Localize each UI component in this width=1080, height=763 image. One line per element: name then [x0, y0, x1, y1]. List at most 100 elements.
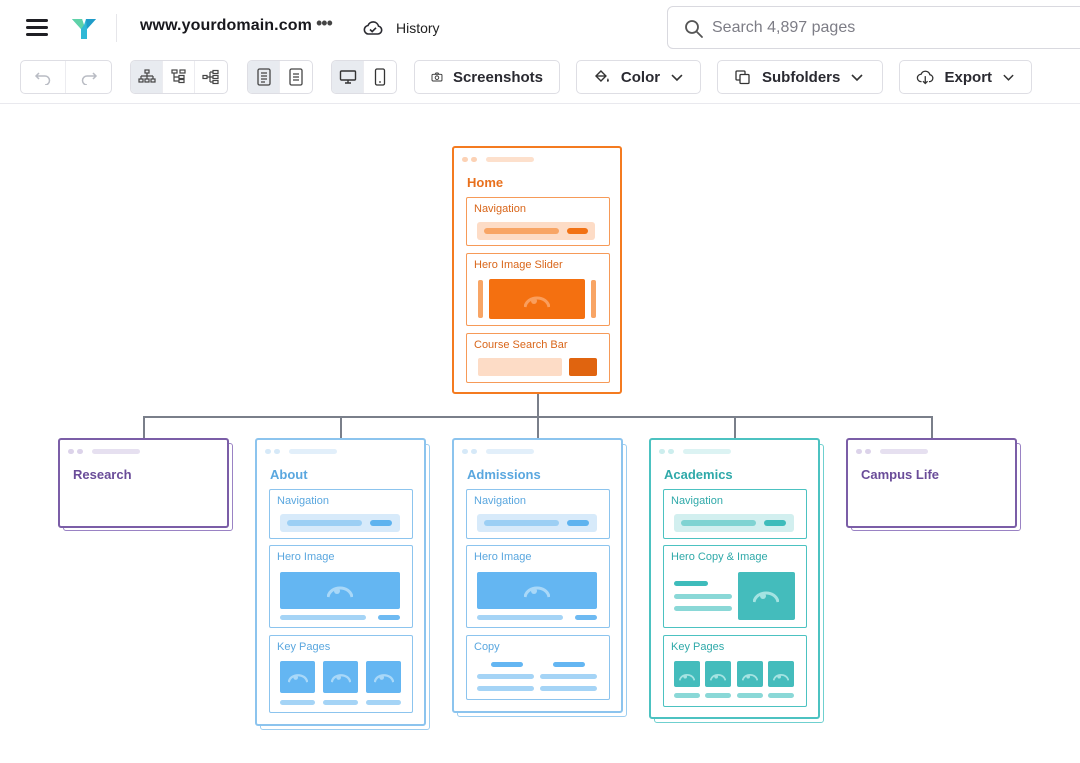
- search-button-placeholder: [569, 358, 597, 376]
- search-input[interactable]: [712, 7, 1072, 48]
- horizontal-view-button[interactable]: [195, 61, 227, 93]
- page-card-academics[interactable]: Academics Navigation Hero Copy & Image K…: [649, 438, 820, 719]
- device-view-group: [331, 60, 397, 94]
- app-logo-icon: [72, 19, 96, 39]
- screenshots-label: Screenshots: [452, 68, 543, 86]
- mobile-icon: [374, 68, 386, 86]
- hero-image-placeholder: [477, 572, 597, 609]
- camera-icon: [431, 72, 443, 82]
- export-dropdown[interactable]: Export: [899, 60, 1032, 94]
- hero-image-placeholder: [738, 572, 795, 620]
- section-title: Navigation: [474, 495, 526, 507]
- sitemap-canvas[interactable]: Home Navigation Hero Image Slider Course…: [0, 105, 1080, 763]
- image-icon: [374, 674, 394, 683]
- image-icon: [288, 674, 308, 683]
- section-title: Navigation: [474, 203, 526, 215]
- page-card-campus-life[interactable]: Campus Life: [846, 438, 1017, 528]
- nav-button-placeholder: [764, 520, 786, 526]
- copy-heading-placeholder: [553, 662, 585, 667]
- section-hero-image-slider[interactable]: Hero Image Slider: [466, 253, 610, 326]
- hero-image-placeholder: [280, 572, 400, 609]
- screenshots-button[interactable]: Screenshots: [414, 60, 560, 94]
- export-label: Export: [944, 68, 993, 86]
- section-key-pages[interactable]: Key Pages: [269, 635, 413, 713]
- detail-view-group: [247, 60, 313, 94]
- sitemap-tree-icon: [137, 69, 156, 83]
- page-title-about: About: [270, 467, 308, 482]
- nav-button-placeholder: [567, 520, 589, 526]
- copy-heading-placeholder: [674, 581, 708, 586]
- nav-link-placeholder: [287, 520, 362, 526]
- key-page-thumbnail: [280, 661, 315, 693]
- undo-button[interactable]: [21, 61, 66, 93]
- section-navigation[interactable]: Navigation: [466, 197, 610, 246]
- chevron-down-icon: [851, 74, 863, 82]
- key-page-thumbnail: [737, 661, 763, 687]
- section-hero-image[interactable]: Hero Image: [269, 545, 413, 628]
- cloud-icon: [363, 21, 383, 35]
- subfolders-label: Subfolders: [762, 68, 841, 86]
- page-card-research[interactable]: Research: [58, 438, 229, 528]
- key-page-thumbnail: [323, 661, 358, 693]
- more-options-icon[interactable]: •••: [316, 13, 333, 33]
- search-box[interactable]: [667, 6, 1080, 49]
- connector-line: [340, 416, 342, 439]
- page-view-button[interactable]: [280, 61, 312, 93]
- connector-line: [931, 416, 933, 439]
- caption-placeholder: [378, 615, 400, 620]
- connector-line: [537, 416, 539, 439]
- domain-title[interactable]: www.yourdomain.com: [140, 17, 312, 34]
- caption-placeholder: [477, 615, 563, 620]
- section-hero-copy-image[interactable]: Hero Copy & Image: [663, 545, 807, 628]
- history-label: History: [396, 20, 440, 36]
- section-title: Navigation: [671, 495, 723, 507]
- tree-view-button[interactable]: [131, 61, 163, 93]
- page-title-academics: Academics: [664, 467, 733, 482]
- section-title: Hero Image Slider: [474, 259, 563, 271]
- image-icon: [331, 674, 351, 683]
- page-title-campus-life: Campus Life: [861, 467, 940, 482]
- menu-icon[interactable]: [26, 18, 48, 36]
- indented-view-button[interactable]: [163, 61, 195, 93]
- section-title: Hero Copy & Image: [671, 551, 768, 563]
- history-button[interactable]: History: [362, 16, 440, 40]
- subfolders-dropdown[interactable]: Subfolders: [717, 60, 883, 94]
- copy-line-placeholder: [477, 674, 534, 679]
- page-card-admissions[interactable]: Admissions Navigation Hero Image Copy: [452, 438, 623, 713]
- caption-placeholder: [280, 700, 315, 705]
- section-navigation[interactable]: Navigation: [269, 489, 413, 539]
- section-key-pages[interactable]: Key Pages: [663, 635, 807, 707]
- section-copy[interactable]: Copy: [466, 635, 610, 700]
- section-navigation[interactable]: Navigation: [466, 489, 610, 539]
- section-title: Copy: [474, 641, 500, 653]
- page-title-admissions: Admissions: [467, 467, 541, 482]
- header-divider: [116, 14, 117, 42]
- image-icon: [753, 591, 779, 603]
- page-card-about[interactable]: About Navigation Hero Image Key Pages: [255, 438, 426, 726]
- section-navigation[interactable]: Navigation: [663, 489, 807, 539]
- caption-placeholder: [768, 693, 794, 698]
- image-icon: [327, 586, 353, 598]
- color-dropdown[interactable]: Color: [576, 60, 701, 94]
- mobile-view-button[interactable]: [364, 61, 396, 93]
- caption-placeholder: [705, 693, 731, 698]
- desktop-view-button[interactable]: [332, 61, 364, 93]
- caption-placeholder: [737, 693, 763, 698]
- caption-placeholder: [366, 700, 401, 705]
- key-page-thumbnail: [705, 661, 731, 687]
- section-hero-image[interactable]: Hero Image: [466, 545, 610, 628]
- toolbar: Screenshots Color Subfolders Export: [0, 56, 1080, 104]
- redo-button[interactable]: [66, 61, 111, 93]
- page-card-home[interactable]: Home Navigation Hero Image Slider Course…: [452, 146, 622, 394]
- section-title: Key Pages: [671, 641, 725, 653]
- connector-line: [143, 416, 145, 439]
- horizontal-tree-icon: [202, 69, 219, 85]
- section-course-search-bar[interactable]: Course Search Bar: [466, 333, 610, 383]
- copy-line-placeholder: [674, 606, 732, 611]
- search-field-placeholder: [478, 358, 562, 376]
- image-icon: [773, 673, 789, 681]
- redo-icon: [81, 72, 97, 85]
- wireframe-view-button[interactable]: [248, 61, 280, 93]
- nav-link-placeholder: [484, 228, 559, 234]
- key-page-thumbnail: [674, 661, 700, 687]
